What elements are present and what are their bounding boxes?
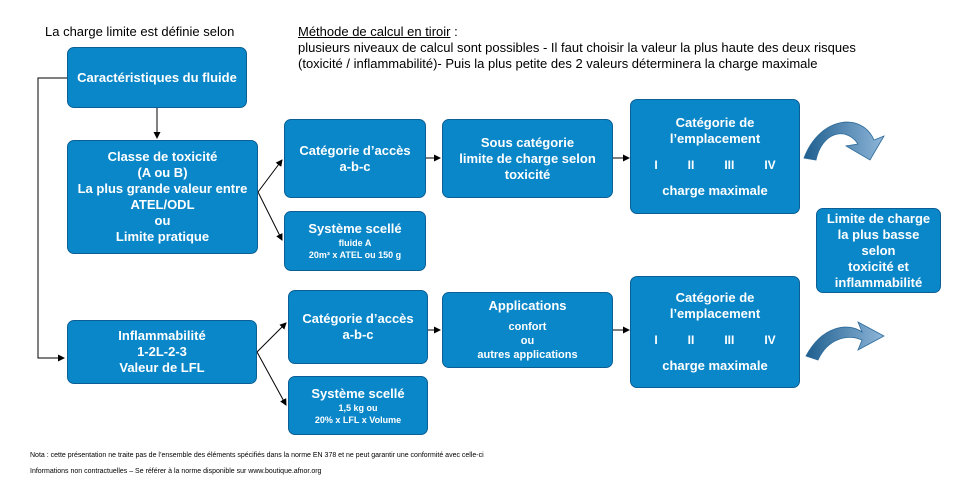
level-label: III (724, 333, 735, 347)
toxicity-line: Limite pratique (115, 229, 210, 244)
arrow-flammability-to-access (256, 322, 287, 353)
arrow-toxicity-to-sealed (257, 191, 283, 241)
max-charge-label: charge maximale (662, 358, 768, 373)
level-label: II (687, 333, 695, 347)
subcategory-line: Sous catégorie (480, 134, 575, 150)
method-title: Méthode de calcul en tiroir (298, 24, 451, 39)
curved-arrow-bottom (805, 321, 885, 361)
location-title: l’emplacement (669, 306, 761, 321)
access-category-values: a-b-c (342, 327, 374, 342)
location-levels: I II III IV (654, 332, 775, 348)
location-title: l’emplacement (669, 130, 761, 146)
arrow-fluid-to-flammability (37, 77, 67, 362)
applications-line: ou (520, 335, 535, 347)
sealed-system-title: Système scellé (308, 221, 402, 236)
flammability-line: Valeur de LFL (119, 360, 205, 375)
location-title: Catégorie de (675, 114, 755, 130)
location-category-bottom-box: Catégorie de l’emplacement I II III IV c… (630, 276, 800, 388)
toxicity-line: ATEL/ODL (130, 197, 195, 212)
toxicity-line: (A ou B) (137, 165, 188, 180)
left-title: La charge limite est définie selon (45, 24, 235, 39)
applications-box: Applications confort ou autres applicati… (442, 292, 613, 368)
sealed-system-line: fluide A (338, 238, 372, 248)
arrow-toxicity-to-access (257, 159, 283, 193)
curved-arrow-top (803, 121, 885, 161)
subcategory-line: toxicité (504, 166, 551, 182)
result-line: selon (861, 242, 896, 258)
location-title: Catégorie de (675, 290, 755, 305)
subcategory-line: limite de charge selon (459, 150, 596, 166)
result-line: la plus basse (837, 226, 920, 242)
flammability-box: Inflammabilité 1-2L-2-3 Valeur de LFL (67, 320, 257, 384)
location-levels: I II III IV (654, 157, 775, 173)
method-title-colon: : (450, 24, 458, 39)
sealed-system-line: 1,5 kg ou (338, 402, 378, 413)
access-category-label: Catégorie d’accès (299, 142, 411, 158)
method-line-1: plusieurs niveaux de calcul sont possibl… (298, 40, 856, 55)
lowest-charge-limit-box: Limite de charge la plus basse selon tox… (816, 208, 941, 293)
fluid-characteristics-label: Caractéristiques du fluide (77, 69, 237, 85)
disclaimer-note: Nota : cette présentation ne traite pas … (30, 452, 484, 459)
information-note: Informations non contractuelles – Se réf… (30, 468, 322, 475)
result-line: toxicité et (848, 258, 909, 274)
level-label: IV (764, 157, 776, 172)
access-category-label: Catégorie d’accès (302, 311, 414, 326)
flammability-line: Inflammabilité (118, 328, 206, 343)
sealed-system-line: 20% x LFL x Volume (314, 414, 402, 425)
arrow-flammability-to-sealed (256, 351, 287, 406)
applications-title: Applications (488, 298, 567, 313)
result-line: inflammabilité (834, 274, 923, 290)
max-charge-label: charge maximale (662, 182, 768, 198)
level-label: II (687, 157, 695, 172)
flammability-line: 1-2L-2-3 (137, 344, 187, 359)
applications-line: autres applications (477, 349, 578, 361)
sealed-system-top-box: Système scellé fluide A 20m³ x ATEL ou 1… (284, 211, 426, 271)
access-category-bottom-box: Catégorie d’accès a-b-c (288, 290, 428, 364)
toxicity-line: La plus grande valeur entre (77, 181, 248, 196)
method-title-line: Méthode de calcul en tiroir : (298, 24, 458, 40)
result-line: Limite de charge (826, 210, 931, 226)
sealed-system-title: Système scellé (311, 385, 405, 401)
level-label: IV (764, 333, 776, 347)
method-line-2: (toxicité / inflammabilité)- Puis la plu… (298, 56, 818, 71)
level-label: I (654, 333, 658, 347)
sealed-system-line: 20m³ x ATEL ou 150 g (308, 250, 402, 260)
level-label: I (654, 157, 658, 172)
toxicity-line: ou (154, 213, 171, 228)
sealed-system-bottom-box: Système scellé 1,5 kg ou 20% x LFL x Vol… (288, 376, 428, 435)
access-category-values: a-b-c (339, 158, 371, 174)
level-label: III (724, 157, 735, 172)
toxicity-class-box: Classe de toxicité (A ou B) La plus gran… (67, 140, 258, 254)
fluid-characteristics-box: Caractéristiques du fluide (67, 47, 247, 108)
toxicity-line: Classe de toxicité (107, 149, 218, 164)
applications-line: confort (508, 321, 547, 333)
location-category-top-box: Catégorie de l’emplacement I II III IV c… (630, 99, 800, 214)
access-category-top-box: Catégorie d’accès a-b-c (284, 119, 426, 198)
subcategory-box: Sous catégorie limite de charge selon to… (442, 119, 613, 198)
